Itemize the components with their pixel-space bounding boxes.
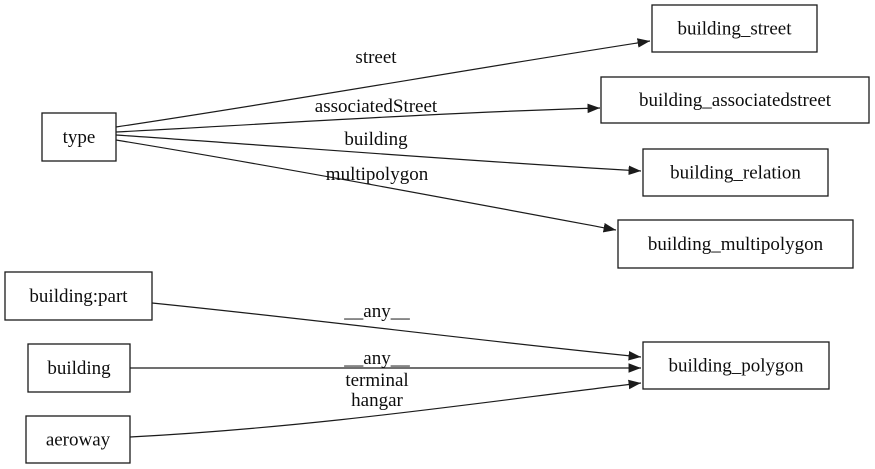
node-label-building-associatedstreet: building_associatedstreet: [639, 90, 832, 111]
node-box-building-multipolygon: [617, 219, 854, 269]
edge-type-to-building-multipolygon: [115, 139, 617, 233]
node-building-street: building_street: [651, 4, 818, 53]
node-aeroway: aeroway: [25, 415, 131, 464]
edge-label-building-part-to-building-polygon: __any__: [343, 301, 410, 322]
node-building-relation: building_relation: [642, 148, 829, 197]
edge-label-aeroway-to-building-polygon: terminal: [345, 370, 408, 391]
node-label-building-polygon: building_polygon: [668, 356, 804, 377]
node-label-aeroway: aeroway: [46, 430, 111, 451]
nodes-layer: type building_street building_associatedst…: [4, 4, 870, 464]
node-building-associatedstreet: building_associatedstreet: [600, 76, 870, 124]
node-label-building-part: building:part: [29, 286, 128, 307]
node-building-multipolygon: building_multipolygon: [617, 219, 854, 269]
node-label-building-multipolygon: building_multipolygon: [648, 234, 824, 255]
edge-type-to-building-street: [115, 38, 651, 128]
node-building: building: [27, 343, 131, 393]
node-building-polygon: building_polygon: [642, 341, 830, 390]
edge-label-type-to-building-multipolygon: multipolygon: [326, 164, 429, 185]
node-box-building-polygon: [642, 341, 830, 390]
edge-label-type-to-building-street: street: [355, 47, 397, 68]
node-label-building-street: building_street: [678, 19, 793, 40]
node-box-building-street: [651, 4, 818, 53]
node-box-building: [27, 343, 131, 393]
edge-label-type-to-building-associatedstreet: associatedStreet: [315, 96, 438, 117]
node-box-building-associatedstreet: [600, 76, 870, 124]
node-label-building: building: [47, 358, 111, 379]
edge-label-aeroway-to-building-polygon-line2: hangar: [351, 390, 403, 411]
node-box-building-part: [4, 271, 153, 321]
node-label-building-relation: building_relation: [670, 163, 801, 184]
edge-type-to-building-associatedstreet: [115, 103, 601, 133]
edge-label-building-to-building-polygon: __any__: [343, 348, 410, 369]
node-box-type: [41, 112, 117, 162]
node-building-part: building:part: [4, 271, 153, 321]
edge-aeroway-to-building-polygon: [129, 379, 642, 438]
edge-type-to-building-relation: [115, 134, 642, 176]
edges-layer: street associatedStreet building multipolyg…: [115, 38, 651, 438]
node-box-aeroway: [25, 415, 131, 464]
node-box-building-relation: [642, 148, 829, 197]
edge-building-part-to-building-polygon: [151, 302, 642, 361]
edge-label-type-to-building-relation: building: [344, 129, 408, 150]
node-type: type: [41, 112, 117, 162]
node-label-type: type: [63, 127, 96, 148]
